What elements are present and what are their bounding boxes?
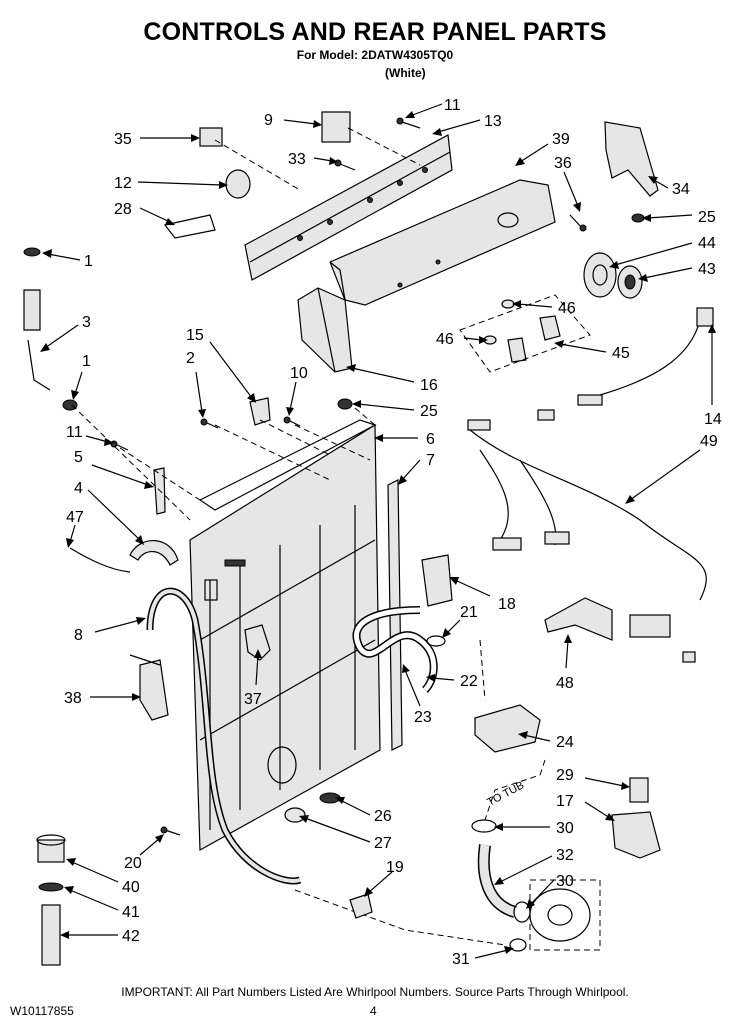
callout-30-upper: 30 (556, 820, 574, 837)
callout-1-lower: 1 (82, 353, 91, 370)
callout-11-left: 11 (66, 424, 83, 441)
top-panel-lip (198, 419, 377, 511)
callout-36: 36 (554, 155, 572, 172)
callout-labels: 1 3 1 11 5 4 47 8 38 20 40 41 42 35 12 2… (64, 97, 722, 968)
callout-49: 49 (700, 433, 718, 450)
callout-16: 16 (420, 377, 438, 394)
document-number: W10117855 (10, 1004, 74, 1018)
drain-adapter (36, 834, 66, 966)
console-clips (459, 294, 591, 373)
knob-insert (617, 265, 643, 299)
callout-14: 14 (704, 411, 722, 428)
callout-26: 26 (374, 808, 392, 825)
callout-7: 7 (426, 452, 435, 469)
callout-23: 23 (414, 709, 432, 726)
console-end-bracket (604, 121, 659, 197)
selector-switch (321, 111, 351, 143)
misc-small-parts (129, 624, 373, 919)
water-valve (421, 554, 453, 607)
model-line: For Model: 2DATW4305TQ0 (296, 48, 454, 62)
callout-19: 19 (386, 859, 404, 876)
pump-motor (611, 811, 661, 859)
fill-hose (352, 606, 486, 701)
callout-45: 45 (612, 345, 630, 362)
end-cap (297, 287, 353, 373)
callout-27: 27 (374, 835, 392, 852)
callout-11-top: 11 (444, 97, 461, 114)
callout-5: 5 (74, 449, 83, 466)
assembly-lines (71, 127, 421, 521)
callout-12: 12 (114, 175, 132, 192)
callout-31: 31 (452, 951, 470, 968)
callout-17: 17 (556, 793, 574, 810)
capacitor (629, 777, 649, 803)
wire-harness (467, 307, 714, 663)
callout-34: 34 (672, 181, 690, 198)
callout-30-lower: 30 (556, 873, 574, 890)
callout-25-lower: 25 (420, 403, 438, 420)
to-tub-label: TO TUB (485, 779, 526, 808)
inlet-hose (146, 587, 302, 885)
callout-43: 43 (698, 261, 716, 278)
callout-15: 15 (186, 327, 204, 344)
hose-clamp (69, 540, 179, 573)
callout-9: 9 (264, 112, 273, 129)
callout-25-upper: 25 (698, 209, 716, 226)
callout-22: 22 (460, 673, 478, 690)
callout-24: 24 (556, 734, 574, 751)
callout-2: 2 (186, 350, 195, 367)
callout-46-right: 46 (558, 300, 576, 317)
rotary-switch (225, 169, 251, 199)
page-number: 4 (370, 1004, 377, 1018)
callout-44: 44 (698, 235, 716, 252)
callout-10: 10 (290, 365, 308, 382)
callout-40: 40 (122, 879, 140, 896)
callout-20: 20 (124, 855, 142, 872)
callout-33: 33 (288, 151, 306, 168)
control-bracket (244, 134, 453, 281)
harness-bracket (544, 597, 613, 641)
callout-32: 32 (556, 847, 574, 864)
drain-hose-connector (23, 247, 78, 411)
callout-8: 8 (74, 627, 83, 644)
important-note: IMPORTANT: All Part Numbers Listed Are W… (121, 985, 629, 999)
callout-29: 29 (556, 767, 574, 784)
callout-48: 48 (556, 675, 574, 692)
screws (334, 117, 587, 232)
dispenser (474, 704, 541, 753)
callout-21: 21 (460, 604, 478, 621)
rear-panel (189, 423, 381, 852)
callout-18: 18 (498, 596, 516, 613)
callout-arrows (40, 103, 716, 959)
callout-42: 42 (122, 928, 140, 945)
callout-4: 4 (74, 480, 83, 497)
switch (199, 127, 223, 147)
hose-bracket (163, 214, 216, 239)
callout-13: 13 (484, 113, 502, 130)
callout-39: 39 (552, 131, 570, 148)
callout-47: 47 (66, 509, 84, 526)
callout-3: 3 (82, 314, 91, 331)
color-variant: (White) (385, 66, 426, 80)
callout-41: 41 (122, 904, 140, 921)
page-title: CONTROLS AND REAR PANEL PARTS (143, 18, 607, 46)
callout-46-left: 46 (436, 331, 454, 348)
callout-35: 35 (114, 131, 132, 148)
rear-screws (110, 397, 301, 515)
callout-1-upper: 1 (84, 253, 93, 270)
timer-knob (583, 252, 617, 298)
drain-pump-parts (294, 819, 601, 952)
callout-28: 28 (114, 201, 132, 218)
callout-37: 37 (244, 691, 262, 708)
callout-6: 6 (426, 431, 435, 448)
callout-38: 38 (64, 690, 82, 707)
